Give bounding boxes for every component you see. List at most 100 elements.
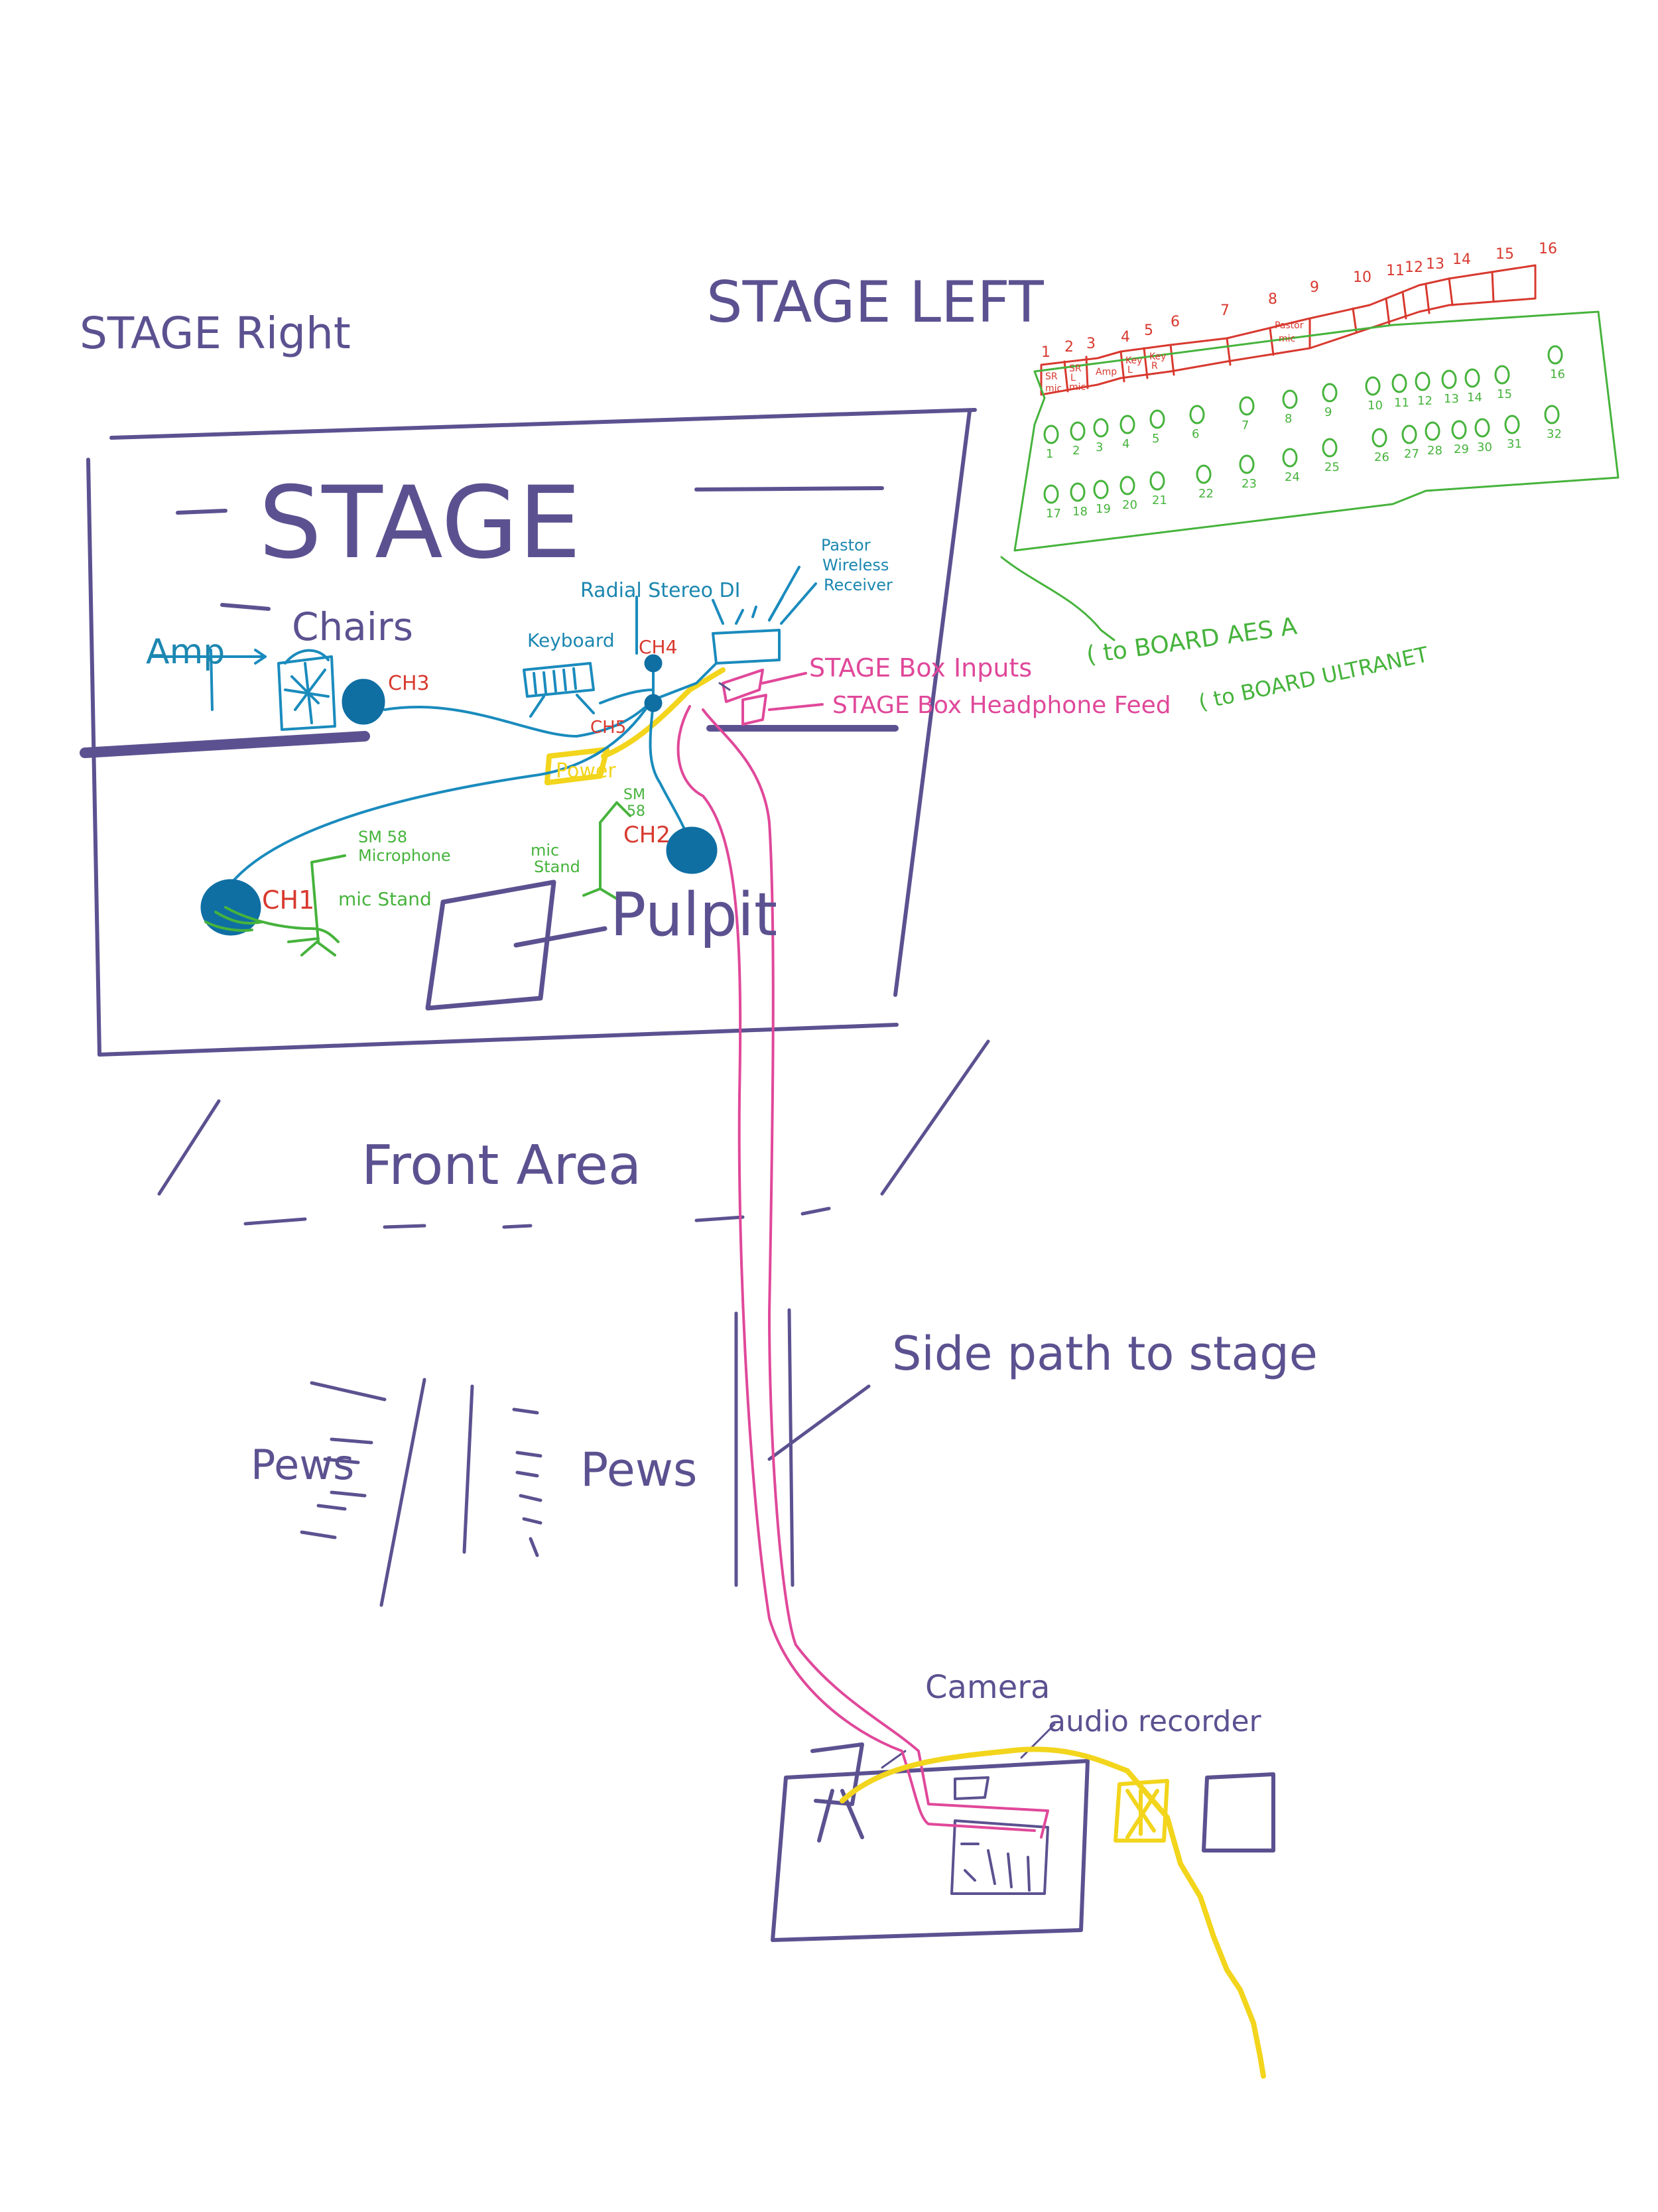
stage-box-number-31: 31: [1507, 437, 1522, 451]
stage-box-jack-28: [1426, 423, 1439, 440]
stage-box-jack-22: [1197, 466, 1210, 483]
front-area-label: Front Area: [361, 1134, 641, 1197]
patch-cell-1b: mic: [1045, 383, 1062, 394]
patch-cell-5b: R: [1151, 361, 1158, 371]
ch3-label: CH3: [388, 672, 430, 695]
patch-number-14: 14: [1452, 251, 1471, 268]
stage-box-number-11: 11: [1394, 396, 1409, 410]
patch-number-10: 10: [1353, 269, 1371, 286]
stage-box-number-5: 5: [1152, 432, 1159, 446]
stage-box-number-25: 25: [1324, 460, 1340, 474]
patch-number-7: 7: [1220, 302, 1230, 319]
stage-box-numbers: 1234567891011121314151617181920212223242…: [1046, 367, 1565, 521]
sm58-microphone-label-1: SM 58: [358, 828, 407, 846]
amp-label: Amp: [146, 632, 225, 672]
keyboard-sketch: [524, 663, 594, 716]
patch-number-1: 1: [1041, 344, 1051, 361]
stage-box-number-10: 10: [1368, 399, 1383, 413]
stage-box-number-19: 19: [1096, 502, 1111, 516]
patch-number-9: 9: [1310, 279, 1319, 296]
stage-box-number-16: 16: [1550, 367, 1565, 381]
mic-stand-1-label: mic Stand: [338, 888, 432, 910]
stage-box-jack-1: [1045, 426, 1058, 443]
stage-box-jack-27: [1403, 426, 1416, 443]
stage-box-jack-8: [1283, 391, 1297, 408]
stage-box-number-9: 9: [1324, 405, 1332, 419]
stage-right-label: STAGE Right: [80, 308, 351, 359]
stage-box-jack-12: [1416, 373, 1429, 390]
side-path: [736, 1310, 869, 1585]
patch-number-12: 12: [1405, 259, 1423, 276]
stage-box-number-2: 2: [1072, 444, 1080, 458]
mic-stand-2-label-1: mic: [531, 841, 559, 860]
sm58-2-label-1: SM: [623, 787, 645, 803]
stage-box-jack-15: [1496, 366, 1509, 383]
stage-box-jack-31: [1505, 416, 1519, 433]
ch4-label: CH4: [639, 636, 677, 658]
stage-box-number-29: 29: [1454, 442, 1469, 456]
stage-box-jack-2: [1071, 423, 1084, 440]
pastor-receiver-label-2: Wireless: [822, 556, 889, 574]
patch-number-6: 6: [1171, 314, 1180, 330]
side-path-label: Side path to stage: [892, 1327, 1318, 1381]
camera-label: Camera: [925, 1669, 1050, 1706]
stage-box-number-14: 14: [1467, 391, 1482, 405]
booth-outline: [773, 1724, 1273, 1940]
stage-box-number-15: 15: [1497, 387, 1512, 401]
patch-cell-8a: Pastor: [1275, 320, 1304, 331]
mic-stand-2-label-2: Stand: [534, 858, 580, 876]
stage-box-jack-23: [1240, 456, 1253, 473]
stage-box-number-28: 28: [1427, 444, 1442, 458]
ch5-label: CH5: [590, 718, 626, 738]
radial-di-label: Radial Stereo DI: [580, 579, 740, 602]
stage-box-number-18: 18: [1072, 505, 1088, 519]
pews-left-label: Pews: [251, 1441, 354, 1489]
chairs-label: Chairs: [292, 604, 413, 649]
stage-box-jack-5: [1151, 411, 1164, 428]
stage-box-jack-9: [1323, 384, 1336, 401]
stage-box-number-30: 30: [1477, 440, 1492, 454]
pulpit-label: Pulpit: [610, 880, 777, 950]
ch1-label: CH1: [262, 885, 314, 915]
pews-right-label: Pews: [580, 1443, 698, 1497]
stage-box-jack-18: [1071, 484, 1084, 501]
stage-box-number-6: 6: [1192, 427, 1199, 441]
patch-cell-2c: mic: [1069, 382, 1086, 393]
stage-box-jack-10: [1366, 377, 1379, 395]
pastor-receiver-label-3: Receiver: [824, 576, 893, 594]
stage-box-jack-6: [1190, 406, 1204, 423]
patch-number-15: 15: [1496, 246, 1514, 263]
patch-number-8: 8: [1268, 291, 1277, 308]
stage-box-number-32: 32: [1547, 427, 1562, 441]
patch-cell-1a: SR: [1045, 371, 1058, 382]
stage-box-number-23: 23: [1242, 477, 1257, 491]
patch-number-3: 3: [1086, 336, 1096, 352]
stage-box-headphone-label: STAGE Box Headphone Feed: [832, 692, 1171, 719]
patch-number-16: 16: [1539, 241, 1557, 257]
stage-box-number-27: 27: [1404, 447, 1419, 461]
stage-box-headphone-note: ( to BOARD ULTRANET: [1196, 641, 1431, 715]
stage-box-jack-32: [1545, 406, 1559, 423]
patch-cell-4b: L: [1127, 365, 1133, 375]
keyboard-label: Keyboard: [527, 629, 615, 651]
ch2-mic: [667, 827, 717, 874]
sm58-microphone-label-2: Microphone: [358, 846, 451, 865]
stage-box-jack-25: [1323, 439, 1336, 456]
stage-box-number-12: 12: [1417, 394, 1433, 408]
stage-box-jack-26: [1373, 429, 1386, 446]
power-label: Power: [556, 759, 616, 783]
stage-box-jack-20: [1121, 477, 1134, 494]
stage-box-jack-13: [1442, 371, 1456, 388]
patch-number-4: 4: [1121, 329, 1130, 346]
stage-box: [1001, 312, 1618, 640]
stage-label: STAGE: [259, 466, 581, 581]
stage-box-jack-7: [1240, 397, 1253, 415]
patch-number-5: 5: [1144, 322, 1153, 339]
amp-sketch: [255, 650, 335, 730]
stage-left-label: STAGE LEFT: [706, 269, 1044, 336]
stage-box-number-7: 7: [1242, 419, 1249, 432]
ch2-label: CH2: [623, 822, 670, 848]
patch-cell-8b: mic: [1279, 334, 1295, 344]
